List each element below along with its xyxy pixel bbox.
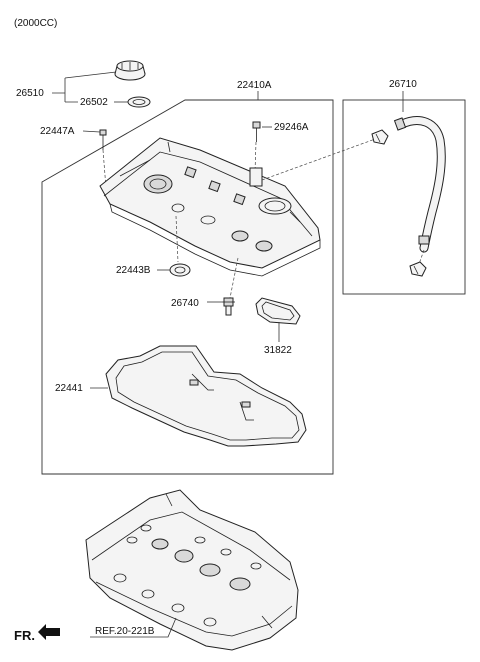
part-label-26502[interactable]: 26502 — [80, 97, 108, 108]
pcv-bolt[interactable] — [252, 121, 261, 142]
front-arrow-icon — [38, 624, 60, 640]
pcv-bolt-guide — [254, 141, 257, 173]
cylinder-head-reference — [85, 489, 299, 651]
part-label-31822[interactable]: 31822 — [264, 345, 292, 356]
part-label-29246A[interactable]: 29246A — [274, 122, 309, 133]
filler-cap-seal[interactable] — [127, 96, 151, 108]
sensor-guide-line — [229, 257, 239, 299]
pcv-gasket[interactable] — [255, 297, 301, 325]
hose-clip-lower[interactable] — [409, 261, 427, 277]
hose-guide-line — [261, 137, 379, 181]
part-label-26710[interactable]: 26710 — [389, 79, 417, 90]
leader-reference — [90, 617, 177, 638]
hose-clip-upper[interactable] — [371, 129, 389, 145]
part-label-26510[interactable]: 26510 — [16, 88, 44, 99]
cover-assembly-frame — [41, 99, 334, 475]
part-label-26740[interactable]: 26740 — [171, 298, 199, 309]
oil-control-sensor[interactable] — [222, 297, 235, 316]
seal-guide-line — [175, 215, 179, 263]
part-label-22410A[interactable]: 22410A — [237, 80, 272, 91]
oil-filler-cap[interactable] — [114, 60, 146, 81]
part-label-22447A[interactable]: 22447A — [40, 126, 75, 137]
breather-hose[interactable] — [393, 116, 446, 253]
reference-label[interactable]: REF.20-221B — [95, 626, 155, 637]
cylinder-head-cover[interactable] — [99, 137, 321, 277]
lower-clip-guide — [418, 249, 425, 265]
engine-spec-label: (2000CC) — [14, 18, 57, 29]
cover-bolt[interactable] — [99, 129, 107, 150]
leader-22447A — [82, 130, 101, 133]
front-direction-label: FR. — [14, 628, 35, 643]
leader-26510 — [52, 71, 117, 103]
breather-hose-frame — [342, 99, 466, 295]
part-label-22441[interactable]: 22441 — [55, 383, 83, 394]
head-cover-gasket[interactable] — [105, 345, 307, 447]
part-label-22443B[interactable]: 22443B — [116, 265, 151, 276]
spark-plug-tube-seal[interactable] — [169, 263, 191, 277]
